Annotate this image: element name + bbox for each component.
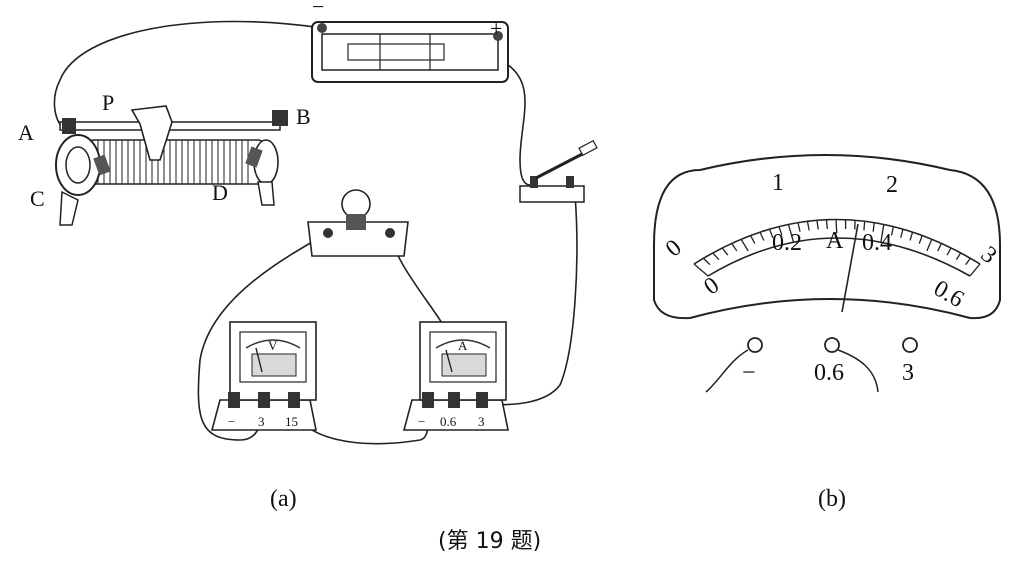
voltmeter: V − 3 15	[210, 321, 317, 431]
problem-caption: (第 19 题)	[438, 529, 541, 554]
battery-neg-label: −	[312, 0, 324, 19]
ammeter-terminal-06: 0.6	[440, 414, 457, 429]
voltmeter-terminal-3: 3	[258, 414, 265, 429]
ammeter: A − 0.6 3	[402, 321, 509, 431]
scale-tick	[946, 247, 952, 256]
rheostat-label-a: A	[18, 120, 34, 145]
scale-tick	[890, 226, 894, 236]
scale-tick	[768, 228, 774, 238]
rheostat-label-d: D	[212, 180, 228, 205]
rheostat-coil	[97, 140, 249, 184]
scale-tick	[797, 222, 801, 232]
caption-b: (b)	[818, 486, 846, 512]
scale-tick	[863, 221, 866, 231]
rheostat-label-b: B	[296, 104, 311, 129]
scale-tick	[702, 257, 711, 266]
wire-bulb-voltmeter	[197, 232, 329, 441]
scale-ticks	[693, 219, 981, 277]
battery: − +	[311, 0, 509, 83]
upper-scale-1: 1	[772, 170, 784, 196]
scale-tick	[937, 243, 942, 252]
rheostat-label-c: C	[30, 186, 45, 211]
voltmeter-terminal-neg: −	[228, 414, 235, 429]
meter-symbol: A	[826, 228, 844, 254]
scale-tick	[825, 219, 829, 229]
ammeter-terminal-neg: −	[418, 414, 425, 429]
scale-tick	[749, 235, 756, 244]
scale-tick	[759, 231, 765, 241]
scale-tick	[969, 263, 981, 277]
meter-terminal-3: 3	[902, 360, 914, 386]
upper-scale-2: 2	[886, 172, 898, 198]
wire-battery-switch	[499, 59, 531, 186]
scale-tick	[926, 239, 933, 252]
scale-tick	[918, 235, 923, 244]
scale-tick	[787, 224, 795, 243]
scale-tick	[721, 247, 729, 256]
wire-battery-rheostat	[53, 20, 323, 129]
caption-a: (a)	[270, 486, 297, 512]
meter-needle	[841, 223, 859, 313]
scale-tick	[955, 252, 962, 261]
switch	[519, 139, 598, 203]
battery-pos-label: +	[490, 16, 502, 41]
meter-face: 0 1 2 3 0 0.2 A 0.4 0.6	[653, 154, 1002, 320]
scale-tick	[712, 252, 720, 261]
scale-tick	[872, 222, 875, 232]
meter-terminal-06: 0.6	[814, 360, 844, 386]
scale-tick	[835, 219, 838, 234]
rheostat-label-p: P	[102, 90, 114, 115]
bulb	[307, 189, 409, 257]
wire-b-06	[837, 349, 879, 393]
voltmeter-terminal-15: 15	[285, 414, 298, 429]
scale-tick	[740, 238, 749, 252]
lower-scale-02: 0.2	[772, 230, 802, 256]
wire-b-neg	[705, 349, 749, 393]
ammeter-symbol: A	[458, 338, 468, 353]
scale-tick	[778, 226, 783, 236]
scale-tick	[806, 221, 810, 231]
meter-terminal-neg: −	[742, 360, 756, 386]
scale-tick	[880, 224, 885, 243]
scale-tick	[731, 243, 738, 252]
scale-tick	[900, 229, 904, 238]
scale-tick	[965, 257, 971, 266]
meter-terminals: − 0.6 3	[705, 337, 918, 393]
scale-tick	[816, 220, 819, 230]
ammeter-terminal-3: 3	[478, 414, 485, 429]
wire-switch-ammeter	[487, 194, 578, 406]
voltmeter-symbol: V	[268, 338, 278, 353]
lower-scale-04: 0.4	[862, 230, 892, 256]
scale-tick	[909, 231, 914, 241]
scale-tick	[693, 263, 709, 277]
rheostat: P A B C D	[18, 90, 311, 226]
